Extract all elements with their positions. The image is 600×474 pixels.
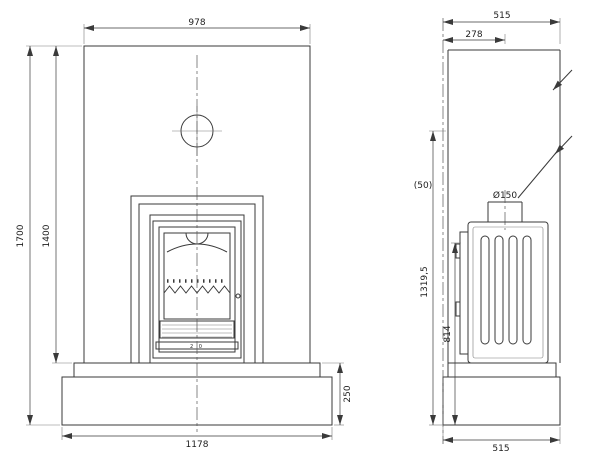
convection-slot bbox=[480, 235, 490, 345]
front-view: 2 0 978 1700 1400 1178 bbox=[16, 18, 353, 450]
dim-firebox-height: 814 bbox=[443, 325, 453, 342]
side-view: 515 278 (50) Ø150 1319,5 814 515 bbox=[414, 11, 573, 454]
side-hearth-slab bbox=[447, 362, 557, 378]
dim-clearance-ref: (50) bbox=[414, 181, 432, 191]
dim-height-upper: 1400 bbox=[42, 224, 52, 247]
side-base-plinth bbox=[442, 376, 561, 426]
door-handle bbox=[235, 293, 241, 299]
dim-flue-diameter: Ø150 bbox=[493, 190, 518, 201]
dim-depth-top: 515 bbox=[493, 11, 510, 21]
flow-arrow-upper bbox=[552, 69, 573, 91]
hinge-upper bbox=[455, 243, 461, 259]
dim-depth-base: 515 bbox=[492, 444, 509, 454]
convection-slot bbox=[508, 235, 518, 345]
smoke-shelf-diagonal bbox=[517, 147, 561, 199]
flue-pipe bbox=[487, 190, 523, 230]
dim-flue-center-height: 1319,5 bbox=[420, 266, 430, 298]
stove-body-side bbox=[455, 221, 549, 364]
side-dimensions: 515 278 (50) Ø150 1319,5 814 515 bbox=[414, 11, 561, 454]
hinge-lower bbox=[455, 301, 461, 317]
convection-slot bbox=[494, 235, 504, 345]
dim-base-height: 250 bbox=[343, 385, 353, 402]
dim-width-top: 978 bbox=[188, 18, 205, 28]
front-dimensions: 978 1700 1400 1178 250 bbox=[16, 18, 353, 450]
door-profile bbox=[459, 231, 469, 355]
dim-width-base: 1178 bbox=[186, 440, 209, 450]
flow-arrow-lower bbox=[554, 135, 573, 155]
convection-slot bbox=[522, 235, 532, 345]
dim-height-total: 1700 bbox=[16, 224, 26, 247]
dim-flue-offset: 278 bbox=[465, 30, 482, 40]
vent-scale-label: 2 0 bbox=[190, 344, 204, 350]
